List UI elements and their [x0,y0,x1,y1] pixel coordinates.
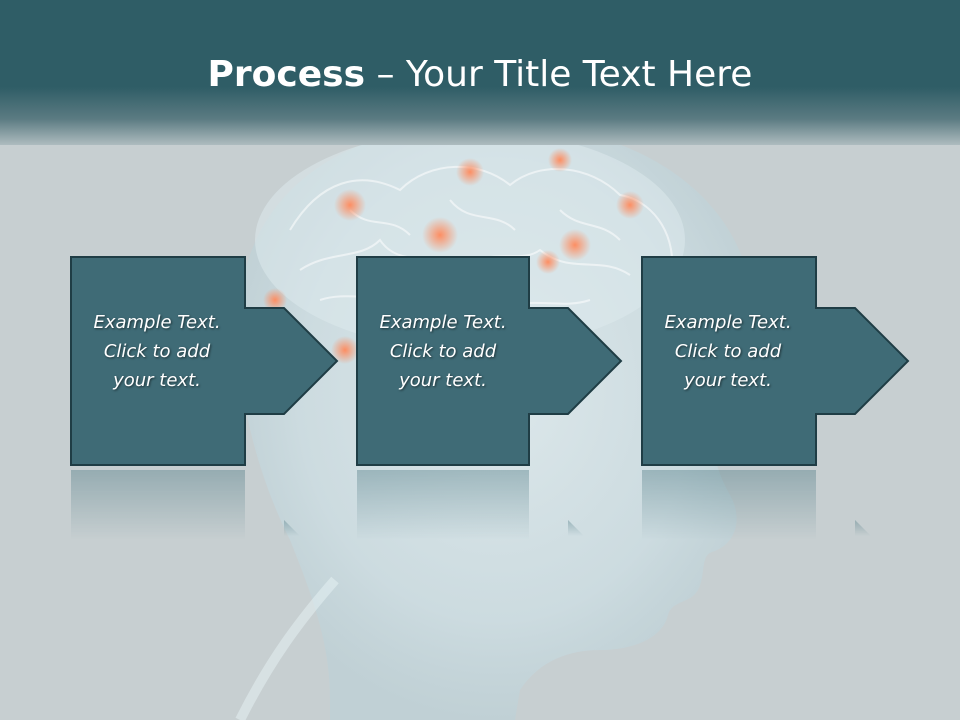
step-text-line: Click to add [103,341,211,362]
title-rest: – Your Title Text Here [365,54,753,95]
process-step-2[interactable]: Example Text. Click to add your text. [356,256,626,468]
title-bar [0,0,960,145]
step-text-line: your text. [399,370,487,391]
box-arrow-shape [70,256,339,466]
step-reflection [642,470,871,540]
step-text-line: Example Text. [93,312,221,333]
step-reflection [357,470,584,540]
process-step-1[interactable]: Example Text. Click to add your text. [70,256,340,468]
step-text-line: your text. [684,370,772,391]
slide-title[interactable]: Process – Your Title Text Here [0,52,960,98]
step-text-line: Click to add [674,341,782,362]
title-bold: Process [207,54,366,95]
step-text-line: Click to add [389,341,497,362]
box-arrow-shape [356,256,623,466]
step-reflection [71,470,300,540]
step-text[interactable]: Example Text. Click to add your text. [72,308,242,395]
step-text-line: Example Text. [664,312,792,333]
step-text[interactable]: Example Text. Click to add your text. [643,308,813,395]
process-step-3[interactable]: Example Text. Click to add your text. [641,256,911,468]
step-text[interactable]: Example Text. Click to add your text. [358,308,528,395]
box-arrow-shape [641,256,910,466]
step-text-line: your text. [113,370,201,391]
step-text-line: Example Text. [379,312,507,333]
